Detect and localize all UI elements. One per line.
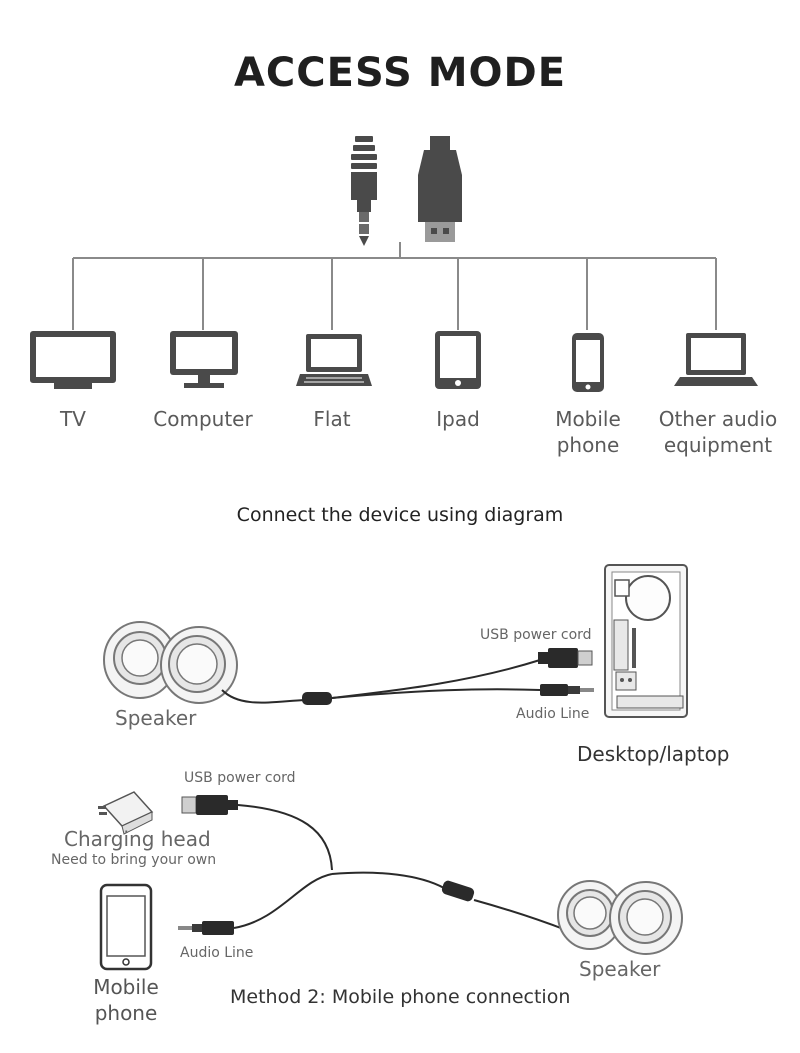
tablet-icon <box>435 331 481 389</box>
mobile-phone-label: Mobile phone <box>93 975 159 1025</box>
laptop-icon <box>296 334 372 386</box>
device-label-tv: TV <box>60 407 86 431</box>
usb-power-cord-label: USB power cord <box>480 627 592 643</box>
inline-control <box>302 692 332 705</box>
inline-control <box>441 880 475 902</box>
page-title: ACCESS MODE <box>233 50 567 96</box>
charging-head-icon <box>98 791 154 835</box>
speaker-icon <box>103 621 238 704</box>
device-label-flat: Flat <box>313 407 351 431</box>
section-caption: Connect the device using diagram <box>236 504 564 526</box>
charging-head-label: Charging head <box>64 827 211 851</box>
speaker-label: Speaker <box>115 706 197 730</box>
speaker-cable <box>233 804 567 931</box>
device-label-mobile-phone: Mobile phone <box>555 407 621 457</box>
laptop-icon <box>674 333 758 386</box>
usb-power-cord-label: USB power cord <box>184 770 296 786</box>
desktop-laptop-label: Desktop/laptop <box>577 742 730 766</box>
audio-jack-icon <box>540 684 594 696</box>
smartphone-icon <box>99 883 153 971</box>
smartphone-icon <box>572 333 604 392</box>
desktop-tower-icon <box>604 564 688 718</box>
monitor-icon <box>170 331 238 388</box>
device-label-other-audio: Other audio equipment <box>658 407 778 457</box>
charging-note: Need to bring your own <box>51 852 217 868</box>
method2-caption: Method 2: Mobile phone connection <box>230 986 571 1008</box>
usb-plug-icon <box>181 795 238 815</box>
usb-plug-icon <box>538 648 593 668</box>
device-label-ipad: Ipad <box>436 407 480 431</box>
speaker-label: Speaker <box>579 957 661 981</box>
audio-line-label: Audio Line <box>516 706 590 722</box>
tv-icon <box>30 331 116 389</box>
device-label-computer: Computer <box>153 407 253 431</box>
audio-line-label: Audio Line <box>180 945 254 961</box>
connection-tree <box>72 242 717 330</box>
audio-jack-icon <box>351 136 377 246</box>
usb-plug-icon <box>418 136 462 242</box>
speaker-icon <box>557 880 683 955</box>
audio-jack-icon <box>178 921 234 935</box>
speaker-cable <box>221 659 541 704</box>
